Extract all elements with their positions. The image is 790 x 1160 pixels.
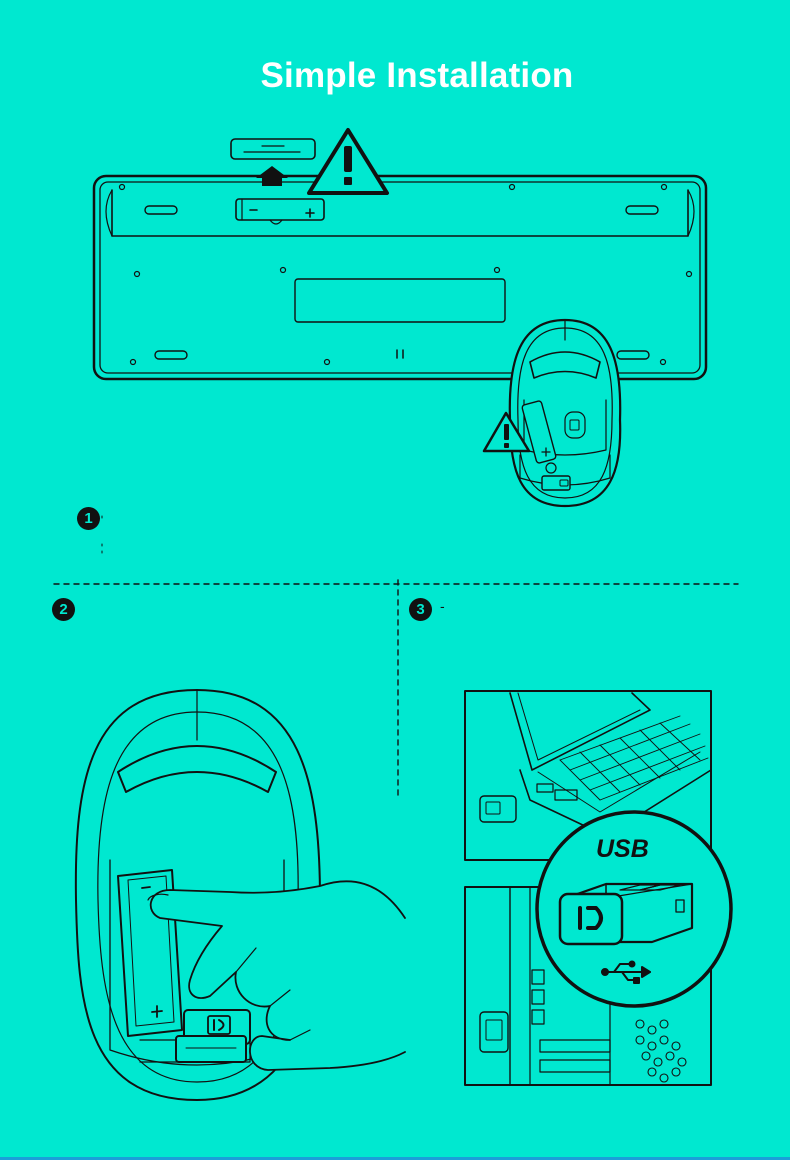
usb-receiver-icon <box>175 1009 251 1063</box>
bottom-rule <box>0 1157 790 1160</box>
step-3-dash: - <box>440 598 445 614</box>
step-2-badge: 2 <box>52 598 75 621</box>
usb-label: USB <box>596 835 649 863</box>
step-3-badge: 3 <box>409 598 432 621</box>
warning-icon <box>307 128 389 195</box>
step-1-badge: 1 <box>77 507 100 530</box>
warning-icon <box>482 411 531 453</box>
battery-icon <box>235 198 325 225</box>
mouse-illustration-small <box>508 318 622 508</box>
mouse-illustration-large <box>74 689 406 1101</box>
usb-receiver-icon <box>558 882 694 946</box>
usb-zoom-circle <box>535 810 733 1008</box>
usb-symbol-icon <box>601 960 651 984</box>
keyboard-illustration <box>92 138 708 381</box>
hand-icon <box>147 880 406 1071</box>
page-title: Simple Installation <box>260 56 574 95</box>
